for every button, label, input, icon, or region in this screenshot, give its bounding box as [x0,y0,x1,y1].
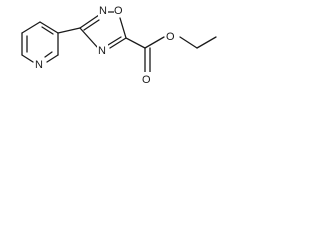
atom-labels: N O N N O O [34,4,176,86]
atom-o-ester-single: O [166,31,175,43]
bond-ox-n4-c3 [79,27,99,49]
bond-ox-c3-n2 [79,14,100,29]
bond-carbonyl-o-single [144,36,165,49]
bond-ch2-ch3 [196,36,217,49]
bond-pyr-c6-c1 [21,21,41,34]
bond-ox-c5-n4 [109,37,127,49]
bond-ox-c5-n4-double [107,36,122,46]
bond-pyr-to-oxadiazole [57,27,81,34]
bond-pyr-double-2 [44,51,53,58]
structure-diagram: N O N N O O [0,0,260,110]
bond-pyr-c1-c2 [39,21,59,34]
bond-pyr-double-1 [41,26,54,35]
bond-ox-o1-c5 [119,17,127,39]
pyridine-ring [21,21,59,63]
bond-pyr-c3-n [46,54,59,63]
bond-ox-c3-n2-double [83,19,100,31]
atom-o-ester-carbonyl: O [142,74,151,86]
molecule-drawing: N O N N O O [21,4,217,86]
atom-o-oxadiazole-ring: O [114,5,123,17]
bond-c5-carbonyl [125,37,146,49]
bond-pyr-n-c5 [21,54,34,63]
oxadiazole-ring [79,11,127,49]
bond-o-ch2 [179,36,198,49]
atom-n-oxadiazole-top: N [99,5,107,17]
atom-n-pyridine: N [35,59,43,71]
atom-n-oxadiazole-bottom: N [98,45,106,57]
ethyl-ester-group [125,36,217,73]
